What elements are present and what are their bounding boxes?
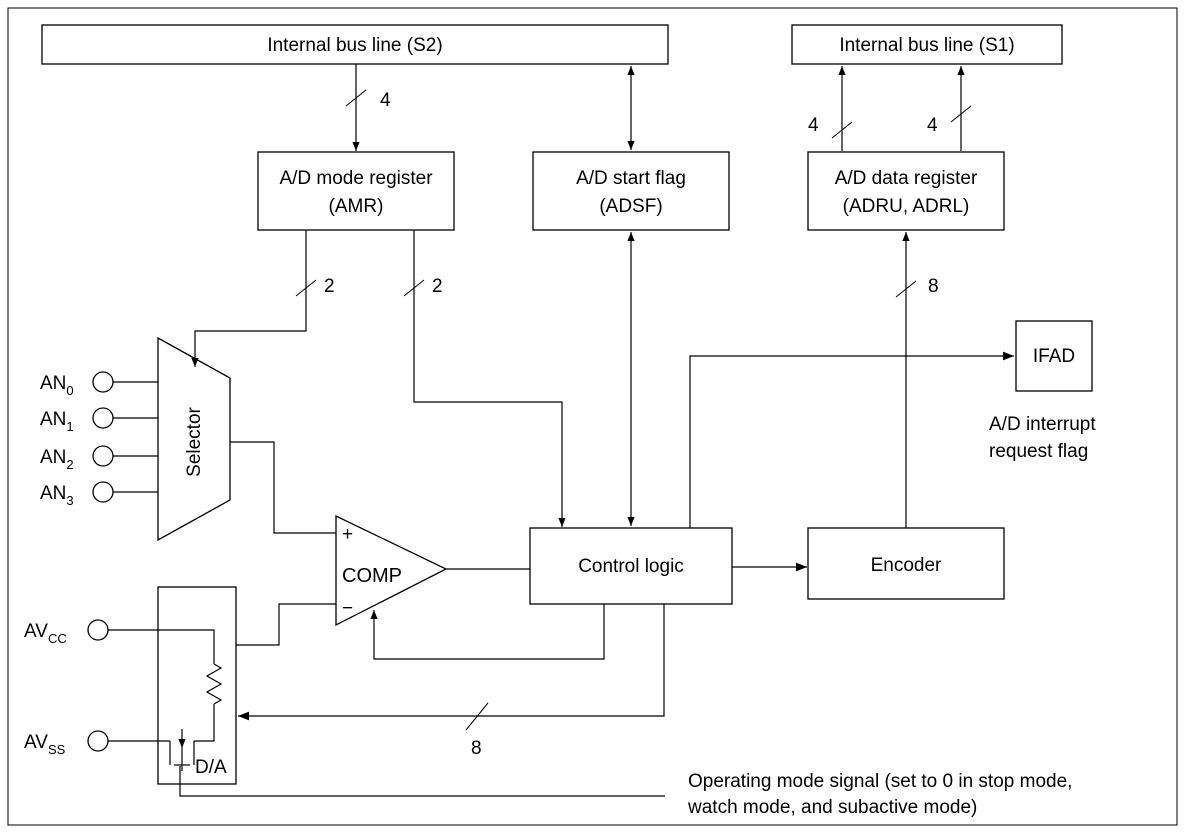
wire-selector-to-comp-plus [230,441,336,534]
pin-avss-base: AV [24,732,48,753]
selector-mux [157,336,231,542]
ad-data-register-abbrev: (ADRU, ADRL) [843,196,970,217]
bus-slash-amr-selector [295,279,317,297]
pin-avcc-terminal [87,619,109,641]
ifad-label: IFAD [1033,346,1075,367]
da-label: D/A [195,757,227,778]
pin-an0-terminal [92,371,114,393]
ad-data-register [807,151,1005,231]
resistor-icon [205,663,223,705]
ad-data-register-label: A/D data register [835,168,978,189]
bus-width-s2-amr: 4 [380,90,391,111]
bus-width-encoder-adr: 8 [928,276,939,297]
selector-label: Selector [184,406,205,476]
ifad-flag-box [1015,320,1093,392]
bus-slash-s2-amr [345,89,367,107]
wire-resistor-to-switch [194,704,215,742]
ad-mode-register [257,151,455,231]
pin-an1-base: AN [40,409,66,430]
diagram-frame [7,7,1178,826]
pin-an1-label: AN1 [40,409,74,434]
wire-operating-mode-signal [179,766,665,797]
pin-an2-base: AN [40,447,66,468]
pin-an0-label: AN0 [40,373,74,398]
ad-start-flag [532,151,730,231]
bus-width-control-da: 8 [471,738,482,759]
bus-width-amr-control: 2 [432,276,443,297]
bus-slash-control-da [465,702,489,731]
internal-bus-s2 [41,24,669,65]
ad-mode-register-abbrev: (AMR) [329,196,384,217]
comp-minus-sign: − [342,598,353,619]
pin-an2-label: AN2 [40,447,74,472]
bus-slash-s1-right [950,105,972,123]
pin-an1-terminal [92,407,114,429]
internal-bus-s1 [791,24,1063,65]
ifad-caption-line1: A/D interrupt [989,414,1096,435]
comp-plus-sign: + [342,524,353,545]
control-logic-label: Control logic [578,556,684,577]
bus-width-s1-right: 4 [927,115,938,136]
operating-mode-caption-line2: watch mode, and subactive mode) [687,797,977,818]
pin-avss-terminal [87,730,109,752]
pin-avcc-label: AVCC [24,621,67,646]
ad-start-flag-label: A/D start flag [576,168,686,189]
bus-slash-encoder-adr [895,280,917,298]
pin-avcc-base: AV [24,621,48,642]
wire-control-to-comp-feedback [370,604,605,660]
comp-label: COMP [342,565,402,587]
pin-an2-sub: 2 [66,457,73,472]
wire-amr-to-control [413,230,566,527]
pin-an1-sub: 1 [66,419,73,434]
pin-avcc-sub: CC [48,631,67,646]
bus-width-s1-left: 4 [808,115,819,136]
operating-mode-caption-line1: Operating mode signal (set to 0 in stop … [688,771,1072,792]
ifad-caption-line2: request flag [989,441,1088,462]
encoder [807,527,1005,600]
wire-amr-to-selector [191,230,307,367]
pin-an3-terminal [92,481,114,503]
wire-control-to-ifad [689,351,1014,528]
comparator [335,514,448,627]
pin-an0-base: AN [40,373,66,394]
pin-an3-base: AN [40,483,66,504]
internal-bus-s2-label: Internal bus line (S2) [267,35,442,56]
encoder-label: Encoder [871,555,942,576]
ad-start-flag-abbrev: (ADSF) [599,196,662,217]
pin-an3-sub: 3 [66,493,73,508]
pin-an0-sub: 0 [66,383,73,398]
pin-avss-sub: SS [48,742,66,757]
control-logic [529,527,733,605]
bus-slash-amr-control [403,279,425,297]
wire-da-to-comp-minus [236,603,336,646]
ad-mode-register-label: A/D mode register [279,168,433,189]
bus-slash-s1-left [831,121,853,139]
wire-control-to-da [238,604,665,721]
bus-width-amr-selector: 2 [324,276,335,297]
internal-bus-s1-label: Internal bus line (S1) [839,35,1014,56]
da-converter-block [157,586,237,785]
pin-an2-terminal [92,445,114,467]
pin-avss-label: AVSS [24,732,66,757]
wire-avcc-to-resistor [108,629,215,664]
pin-an3-label: AN3 [40,483,74,508]
